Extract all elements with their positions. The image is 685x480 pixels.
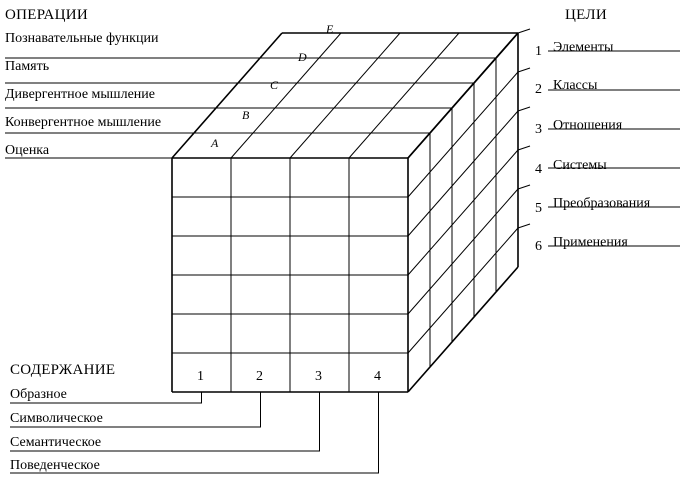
right-depth-line (407, 266, 519, 393)
operation-letter-d: D (297, 50, 307, 64)
content-number-4: 4 (374, 369, 381, 384)
top-depth-line (230, 32, 342, 159)
right-depth-line (407, 32, 519, 159)
content-label-2: Символическое (10, 411, 103, 426)
content-number-2: 2 (256, 369, 263, 384)
product-number-3: 3 (535, 122, 542, 137)
content-leader-line (10, 392, 261, 428)
product-number-4: 4 (535, 162, 542, 177)
product-number-5: 5 (535, 201, 542, 216)
product-number-1: 1 (535, 44, 542, 59)
operation-letter-e: E (325, 22, 334, 36)
operation-label-c: Дивергентное мышление (5, 87, 155, 102)
content-number-3: 3 (315, 369, 322, 384)
top-depth-line (289, 32, 401, 159)
operation-label-d: Память (5, 59, 49, 74)
contents-title: СОДЕРЖАНИЕ (10, 362, 115, 378)
product-tick-line (517, 67, 531, 73)
right-depth-line (407, 71, 519, 198)
content-label-3: Семантическое (10, 435, 101, 450)
content-number-1: 1 (197, 369, 204, 384)
content-label-4: Поведенческое (10, 458, 100, 473)
operation-letter-b: B (242, 108, 250, 122)
product-label-2: Классы (553, 78, 598, 93)
right-depth-line (407, 149, 519, 276)
operation-label-b: Конвергентное мышление (5, 115, 161, 130)
product-number-2: 2 (535, 82, 542, 97)
operation-letter-c: C (270, 78, 279, 92)
product-tick-line (517, 184, 531, 190)
top-depth-line (171, 32, 283, 159)
right-depth-line (407, 188, 519, 315)
product-tick-line (517, 145, 531, 151)
product-label-6: Применения (553, 235, 628, 250)
cube-grid (171, 32, 519, 393)
operation-label-e: Познавательные функции (5, 31, 159, 46)
content-label-1: Образное (10, 387, 67, 402)
right-depth-line (407, 227, 519, 354)
content-leader-line (10, 392, 379, 474)
product-tick-line (517, 223, 531, 229)
operations-title: ОПЕРАЦИИ (5, 7, 88, 23)
top-depth-line (348, 32, 460, 159)
operation-letter-a: A (210, 136, 219, 150)
content-leader-line (10, 392, 320, 452)
product-label-5: Преобразования (553, 196, 651, 211)
product-number-6: 6 (535, 239, 542, 254)
product-label-4: Системы (553, 158, 607, 173)
right-depth-line (407, 110, 519, 237)
products-title: ЦЕЛИ (565, 7, 607, 23)
content-leader-line (10, 392, 202, 404)
leader-lines (5, 28, 680, 474)
operation-label-a: Оценка (5, 143, 50, 158)
product-tick-line (517, 28, 531, 34)
product-tick-line (517, 106, 531, 112)
product-label-1: Элементы (553, 40, 614, 55)
product-label-3: Отношения (553, 118, 623, 133)
